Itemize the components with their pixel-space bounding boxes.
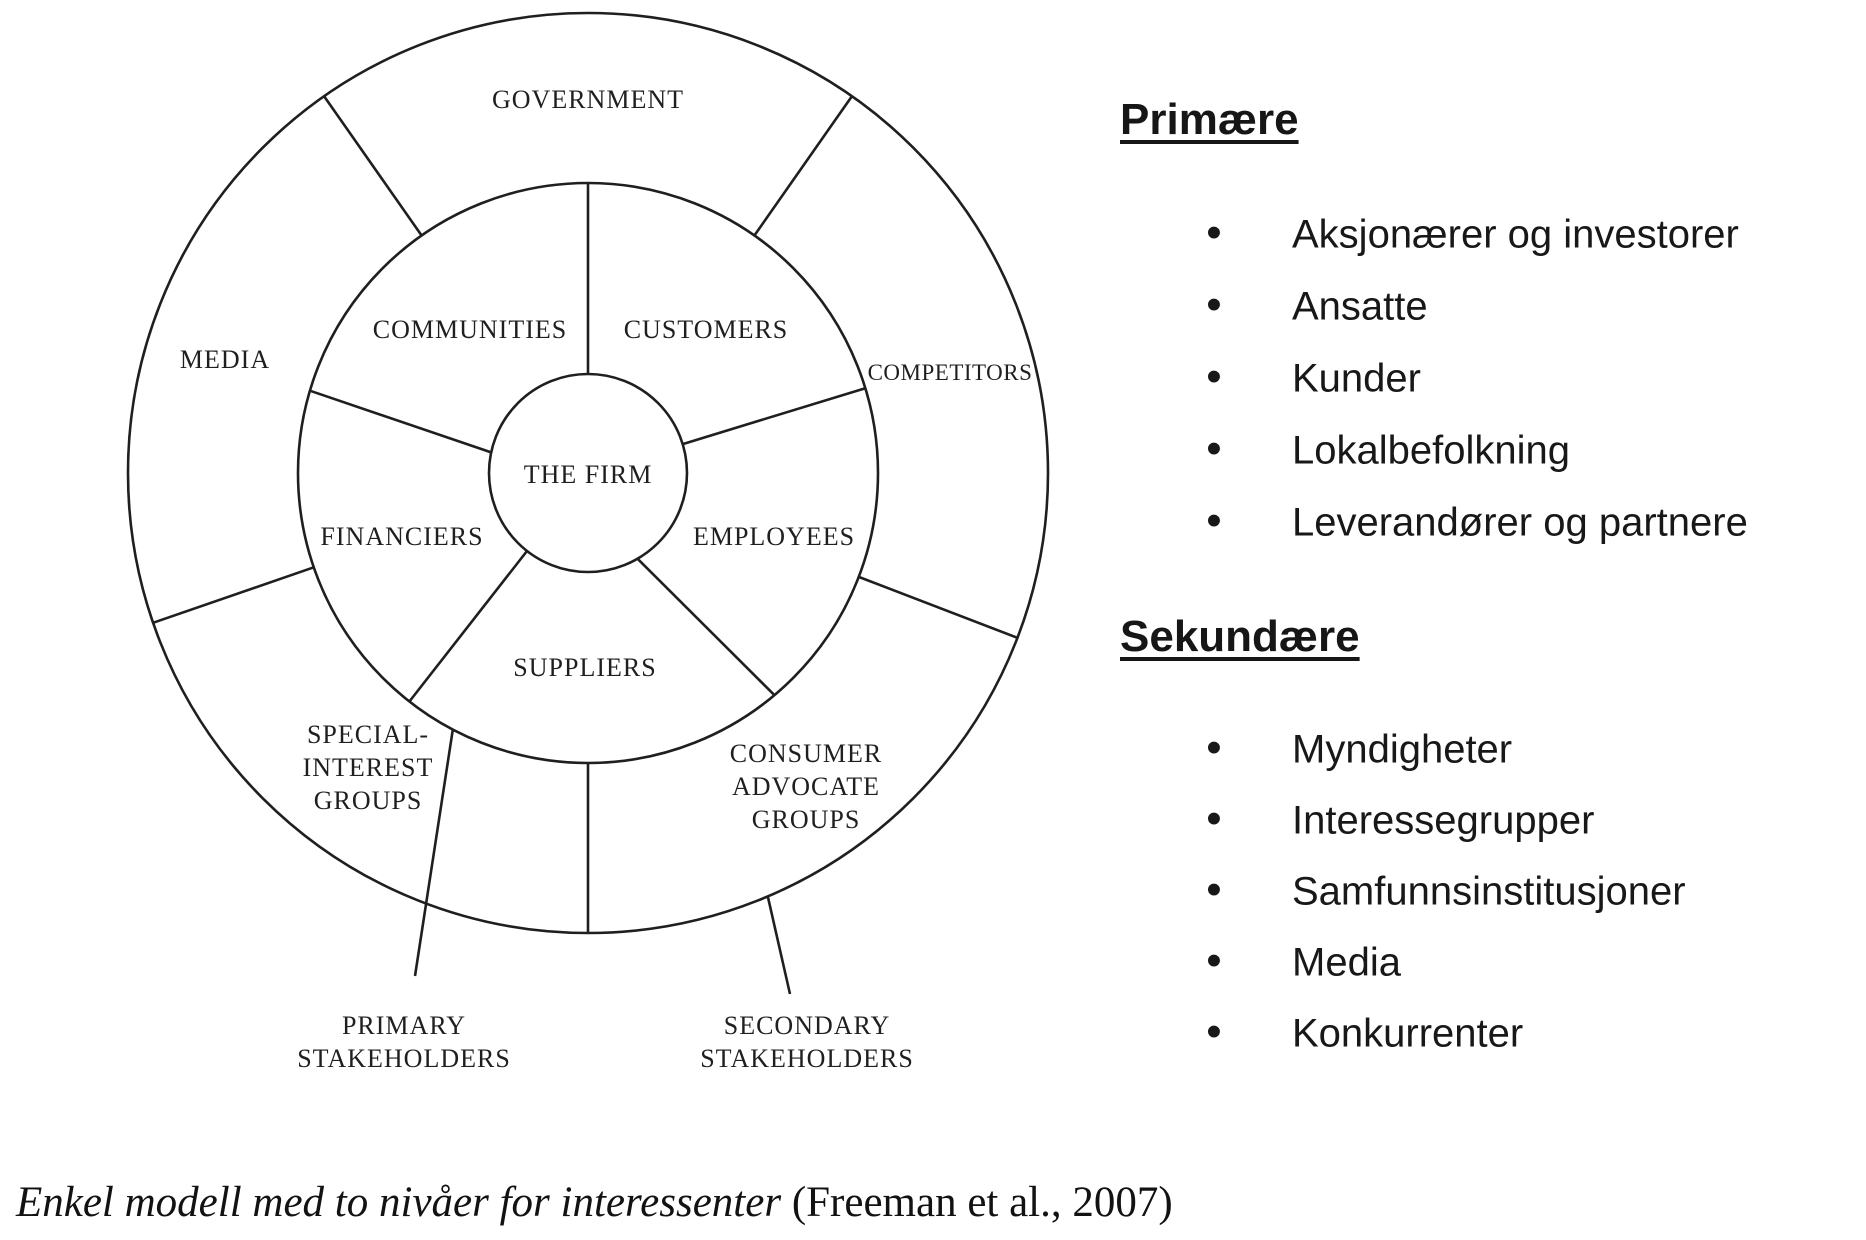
figure-caption: Enkel modell med to nivåer for interesse…: [16, 1178, 1173, 1227]
caption-citation: (Freeman et al., 2007): [791, 1179, 1173, 1226]
legend-item-label: Lokalbefolkning: [1292, 428, 1570, 473]
bullet-icon: •: [1206, 1006, 1222, 1056]
legend-item-label: Aksjonærer og investorer: [1292, 212, 1739, 257]
legend-primary-section: Primære • Aksjonærer og investorer • Ans…: [1100, 0, 1866, 560]
divider-media-special-interest: [152, 566, 315, 625]
primary-stakeholders-label-line1: PRIMARY: [342, 1011, 466, 1040]
legend-item-label: Samfunnsinstitusjoner: [1292, 869, 1686, 913]
secondary-stakeholders-leader-line: [766, 896, 792, 995]
divider-employees-suppliers: [636, 557, 776, 697]
legend-item-label: Konkurrenter: [1292, 1011, 1524, 1055]
divider-financiers-suppliers: [408, 550, 529, 703]
sector-label-special-interest-line3: GROUPS: [314, 786, 423, 815]
list-item: • Samfunnsinstitusjoner: [1100, 856, 1866, 927]
bullet-icon: •: [1206, 424, 1222, 474]
divider-government-competitors: [753, 95, 853, 237]
legend-item-label: Interessegrupper: [1292, 798, 1595, 842]
list-item: • Media: [1100, 927, 1866, 998]
stakeholder-diagram: THE FIRM COMMUNITIES CUSTOMERS FINANCIER…: [126, 11, 1050, 1073]
legend-secondary-title: Sekundære: [1120, 612, 1360, 661]
divider-government-media: [323, 95, 423, 237]
sector-label-financiers: FINANCIERS: [320, 522, 483, 551]
sector-label-customers: CUSTOMERS: [624, 315, 789, 344]
list-item: • Myndigheter: [1100, 714, 1866, 785]
list-item: • Ansatte: [1100, 271, 1866, 343]
legend-item-label: Kunder: [1292, 356, 1421, 401]
firm-label: THE FIRM: [524, 460, 653, 489]
primary-stakeholders-leader-line: [413, 729, 455, 977]
sector-label-consumer-advocate-line1: CONSUMER: [730, 739, 882, 768]
sector-label-consumer-advocate-line3: GROUPS: [752, 805, 861, 834]
sector-label-communities: COMMUNITIES: [373, 315, 567, 344]
divider-customers-employees: [682, 386, 866, 446]
list-item: • Konkurrenter: [1100, 998, 1866, 1069]
legend-primary-items: • Aksjonærer og investorer • Ansatte • K…: [1100, 199, 1866, 559]
divider-communities-financiers: [309, 389, 492, 454]
secondary-stakeholders-label-line1: SECONDARY: [724, 1011, 890, 1040]
legend-secondary-section: Sekundære • Myndigheter • Interessegrupp…: [1100, 0, 1866, 1100]
secondary-stakeholders-label-line2: STAKEHOLDERS: [700, 1044, 914, 1073]
bullet-icon: •: [1206, 793, 1222, 843]
legend-item-label: Myndigheter: [1292, 727, 1513, 771]
list-item: • Lokalbefolkning: [1100, 415, 1866, 487]
sector-label-special-interest-line2: INTEREST: [303, 753, 434, 782]
list-item: • Aksjonærer og investorer: [1100, 199, 1866, 271]
sector-label-suppliers: SUPPLIERS: [513, 653, 656, 682]
caption-italic-text: Enkel modell med to nivåer for interesse…: [16, 1179, 782, 1226]
divider-competitors-consumer: [858, 575, 1018, 640]
sector-label-competitors: COMPETITORS: [868, 360, 1033, 385]
sector-label-consumer-advocate-line2: ADVOCATE: [732, 772, 880, 801]
bullet-icon: •: [1206, 280, 1222, 330]
legend-secondary-items: • Myndigheter • Interessegrupper • Samfu…: [1100, 714, 1866, 1069]
legend-item-label: Ansatte: [1292, 284, 1428, 329]
bullet-icon: •: [1206, 208, 1222, 258]
list-item: • Interessegrupper: [1100, 785, 1866, 856]
legend-primary-title: Primære: [1120, 95, 1299, 144]
sector-label-employees: EMPLOYEES: [693, 522, 855, 551]
bullet-icon: •: [1206, 352, 1222, 402]
bullet-icon: •: [1206, 864, 1222, 914]
sector-label-special-interest-line1: SPECIAL-: [307, 720, 429, 749]
primary-stakeholders-label-line2: STAKEHOLDERS: [297, 1044, 511, 1073]
bullet-icon: •: [1206, 722, 1222, 772]
legend-item-label: Leverandører og partnere: [1292, 500, 1748, 545]
list-item: • Leverandører og partnere: [1100, 487, 1866, 559]
list-item: • Kunder: [1100, 343, 1866, 415]
sector-label-media: MEDIA: [180, 345, 270, 374]
bullet-icon: •: [1206, 496, 1222, 546]
legend-item-label: Media: [1292, 940, 1401, 984]
sector-label-government: GOVERNMENT: [492, 85, 684, 114]
bullet-icon: •: [1206, 935, 1222, 985]
